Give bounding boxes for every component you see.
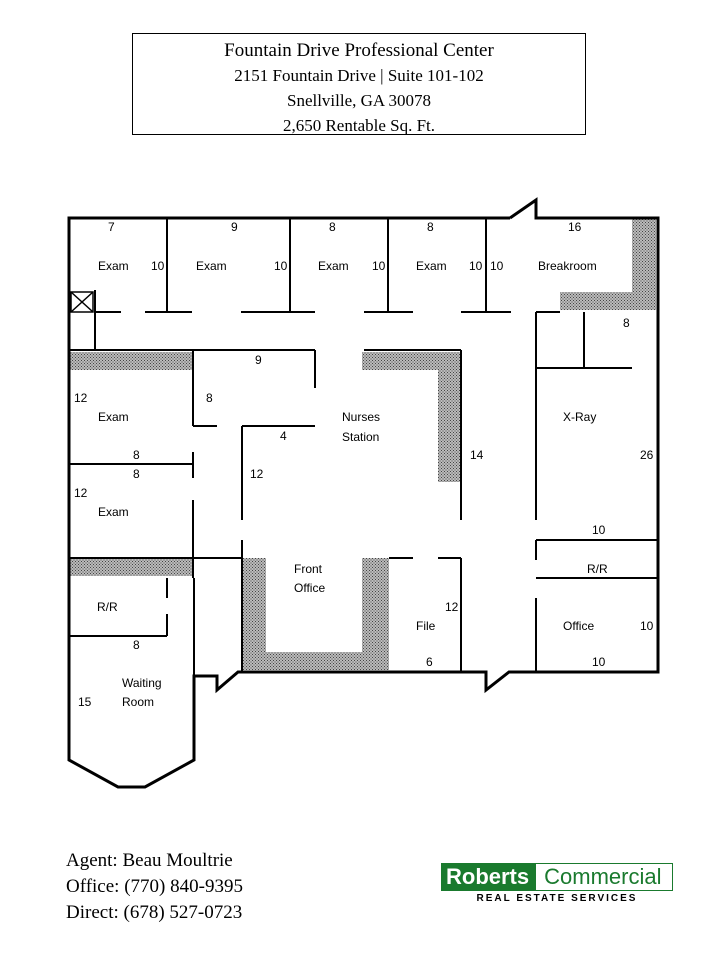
- agent-name: Agent: Beau Moultrie: [66, 850, 233, 871]
- room-label-restroom: R/R: [587, 562, 608, 576]
- dimension-label: 8: [206, 391, 213, 405]
- room-label-nurses-station: Nurses: [342, 410, 380, 424]
- dimension-label: 26: [640, 448, 654, 462]
- dimension-label: 12: [74, 486, 88, 500]
- dimension-label: 10: [592, 523, 606, 537]
- dimension-label: 16: [568, 220, 582, 234]
- room-label-exam: Exam: [98, 505, 129, 519]
- dimension-label: 8: [623, 316, 630, 330]
- room-label-xray: X-Ray: [563, 410, 596, 424]
- interior-walls: [69, 218, 658, 676]
- room-label-exam: Exam: [98, 410, 129, 424]
- dimension-label: 10: [490, 259, 504, 273]
- room-label-exam: Exam: [196, 259, 227, 273]
- roberts-commercial-logo: Roberts Commercial REAL ESTATE SERVICES: [441, 863, 673, 905]
- outer-walls: [67, 197, 660, 789]
- dimension-label: 8: [133, 448, 140, 462]
- logo-separator: [533, 864, 543, 890]
- dimension-label: 12: [445, 600, 459, 614]
- room-label-office: Office: [563, 619, 594, 633]
- room-label-breakroom: Breakroom: [538, 259, 597, 273]
- room-label-file: File: [416, 619, 436, 633]
- dimension-label: 8: [329, 220, 336, 234]
- agent-contact: Agent: Beau Moultrie Office: (770) 840-9…: [66, 848, 243, 926]
- logo-wordmark: Roberts Commercial: [441, 863, 673, 891]
- room-label-front-office: Office: [294, 581, 325, 595]
- dimension-label: 8: [427, 220, 434, 234]
- logo-tagline: REAL ESTATE SERVICES: [476, 893, 638, 904]
- dimension-label: 9: [255, 353, 262, 367]
- property-city: Snellville, GA 30078: [286, 91, 432, 110]
- direct-phone: Direct: (678) 527-0723: [66, 902, 243, 923]
- property-title: Fountain Drive Professional Center: [224, 40, 494, 61]
- dimension-label: 12: [74, 391, 88, 405]
- room-label-restroom: R/R: [97, 600, 118, 614]
- dimension-label: 8: [133, 638, 140, 652]
- property-header: Fountain Drive Professional Center 2151 …: [132, 33, 586, 135]
- dimension-labels: 7 9 8 8 16 10 10 10 10 10 8 9 12 8 4 8 8…: [74, 220, 654, 709]
- dimension-label: 7: [108, 220, 115, 234]
- room-label-waiting-room: Waiting: [122, 676, 162, 690]
- dimension-label: 9: [231, 220, 238, 234]
- dimension-label: 10: [640, 619, 654, 633]
- room-label-exam: Exam: [98, 259, 129, 273]
- room-label-front-office: Front: [294, 562, 323, 576]
- logo-roberts-text: Roberts: [442, 864, 534, 890]
- office-phone: Office: (770) 840-9395: [66, 876, 243, 897]
- room-label-waiting-room: Room: [122, 695, 154, 709]
- hatched-walls: [70, 218, 656, 670]
- dimension-label: 15: [78, 695, 92, 709]
- dimension-label: 10: [151, 259, 165, 273]
- dimension-label: 14: [470, 448, 484, 462]
- dimension-label: 10: [469, 259, 483, 273]
- property-address: 2151 Fountain Drive | Suite 101-102: [234, 66, 484, 85]
- dimension-label: 10: [274, 259, 288, 273]
- dimension-label: 12: [250, 467, 264, 481]
- dimension-label: 10: [592, 655, 606, 669]
- room-label-nurses-station: Station: [342, 430, 379, 444]
- property-area: 2,650 Rentable Sq. Ft.: [282, 116, 436, 135]
- dimension-label: 4: [280, 429, 287, 443]
- dimension-label: 6: [426, 655, 433, 669]
- room-label-exam: Exam: [416, 259, 447, 273]
- panel-box-icon: [70, 291, 94, 313]
- logo-commercial-text: Commercial: [544, 864, 662, 889]
- dimension-label: 10: [372, 259, 386, 273]
- dimension-label: 8: [133, 467, 140, 481]
- room-label-exam: Exam: [318, 259, 349, 273]
